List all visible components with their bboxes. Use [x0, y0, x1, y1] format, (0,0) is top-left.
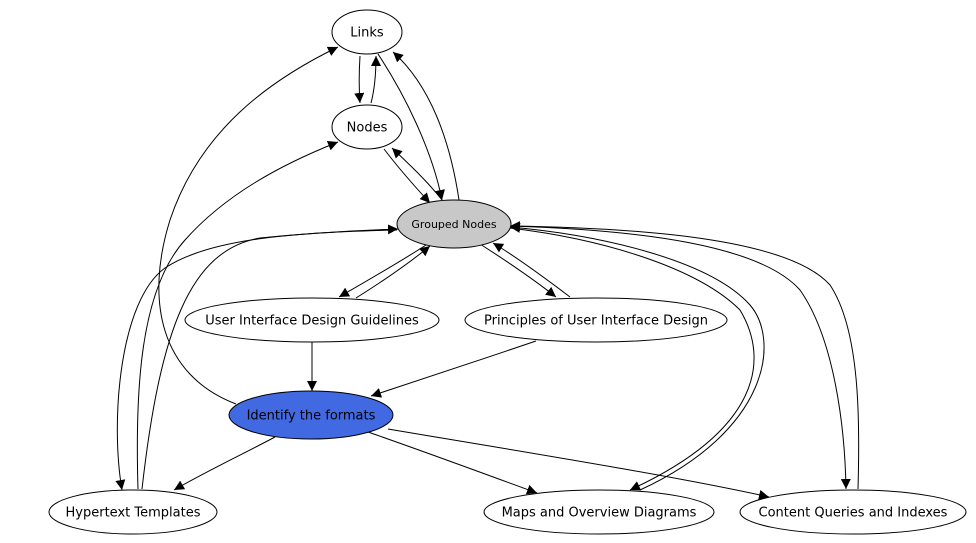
edge-grouped-to-nodes [391, 147, 443, 201]
node-puid-ellipse [464, 297, 728, 343]
edge-identify-to-hypertext [173, 436, 276, 491]
edge-puid-to-identify [370, 340, 537, 398]
edge-hypertext-to-nodes [136, 141, 339, 490]
node-nodes-ellipse [331, 104, 403, 150]
edge-grouped-to-uidg [338, 244, 427, 298]
edge-grouped-to-maps [509, 227, 755, 491]
node-nodes-label: Nodes [347, 121, 388, 136]
node-uidg: User Interface Design Guidelines [184, 297, 440, 343]
node-identify: Identify the formats [228, 390, 394, 440]
node-hypertext: Hypertext Templates [48, 489, 218, 535]
edge-identify-to-maps [367, 431, 538, 495]
edge-links-to-nodes [354, 55, 365, 104]
edge-links-to-grouped [377, 53, 445, 201]
edge-grouped-to-puid [479, 243, 557, 298]
edge-identify-to-links [158, 46, 339, 405]
node-content-label: Content Queries and Indexes [759, 506, 948, 521]
node-content: Content Queries and Indexes [739, 489, 967, 535]
node-puid-label: Principles of User Interface Design [484, 314, 708, 329]
node-content-ellipse [739, 489, 967, 535]
edge-hypertext-to-grouped [141, 224, 399, 490]
edge-puid-to-grouped [492, 242, 571, 298]
node-maps-ellipse [483, 489, 715, 535]
node-puid: Principles of User Interface Design [464, 297, 728, 343]
node-grouped-ellipse [396, 199, 512, 249]
edge-maps-to-grouped [509, 222, 765, 491]
node-links: Links [331, 9, 403, 55]
node-uidg-label: User Interface Design Guidelines [205, 314, 419, 329]
edges-group [115, 46, 860, 500]
node-maps: Maps and Overview Diagrams [483, 489, 715, 535]
node-identify-ellipse [228, 390, 394, 440]
edge-grouped-to-content [509, 225, 851, 490]
node-links-ellipse [331, 9, 403, 55]
node-nodes: Nodes [331, 104, 403, 150]
node-hypertext-ellipse [48, 489, 218, 535]
edge-grouped-to-links [392, 51, 460, 201]
edge-nodes-to-links [370, 55, 381, 104]
edge-identify-to-content [387, 428, 770, 500]
edge-content-to-grouped [509, 221, 860, 490]
node-maps-label: Maps and Overview Diagrams [502, 506, 697, 521]
edge-uidg-to-grouped [355, 245, 431, 299]
node-grouped: Grouped Nodes [396, 199, 512, 249]
edge-nodes-to-grouped [383, 148, 431, 204]
node-identify-label: Identify the formats [247, 409, 376, 424]
node-uidg-ellipse [184, 297, 440, 343]
node-hypertext-label: Hypertext Templates [66, 506, 201, 521]
node-links-label: Links [350, 26, 384, 41]
node-grouped-label: Grouped Nodes [411, 218, 496, 231]
